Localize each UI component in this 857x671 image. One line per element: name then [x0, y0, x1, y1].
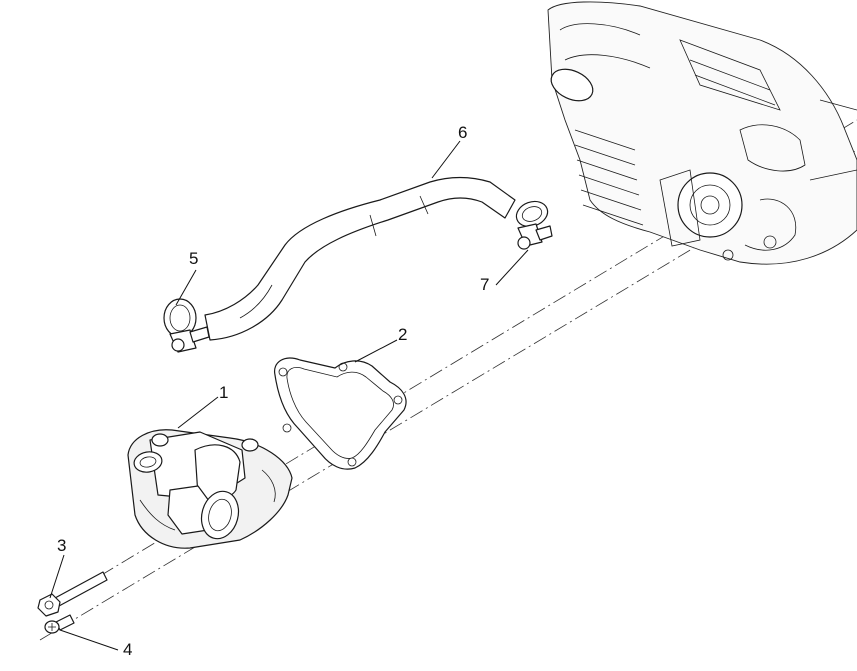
water-pump-cover — [127, 429, 293, 549]
engine-cooling-fins — [574, 129, 644, 226]
short-bolt — [44, 614, 75, 634]
callout-7: 7 — [480, 275, 489, 294]
hose-clamp-right — [515, 200, 553, 250]
leader-lines — [49, 140, 529, 651]
coolant-hose — [204, 176, 516, 341]
callout-4: 4 — [123, 640, 132, 659]
water-pump-seat — [677, 172, 743, 238]
engine-block — [547, 1, 857, 265]
callout-3: 3 — [57, 536, 66, 555]
callout-1: 1 — [219, 383, 228, 402]
pump-cover-gasket — [273, 357, 407, 470]
oil-filler-cap — [550, 68, 594, 102]
hose-clamp-left — [163, 298, 210, 353]
callout-5: 5 — [189, 249, 198, 268]
callout-6: 6 — [458, 123, 467, 142]
long-bolt — [37, 571, 108, 617]
callout-2: 2 — [398, 325, 407, 344]
